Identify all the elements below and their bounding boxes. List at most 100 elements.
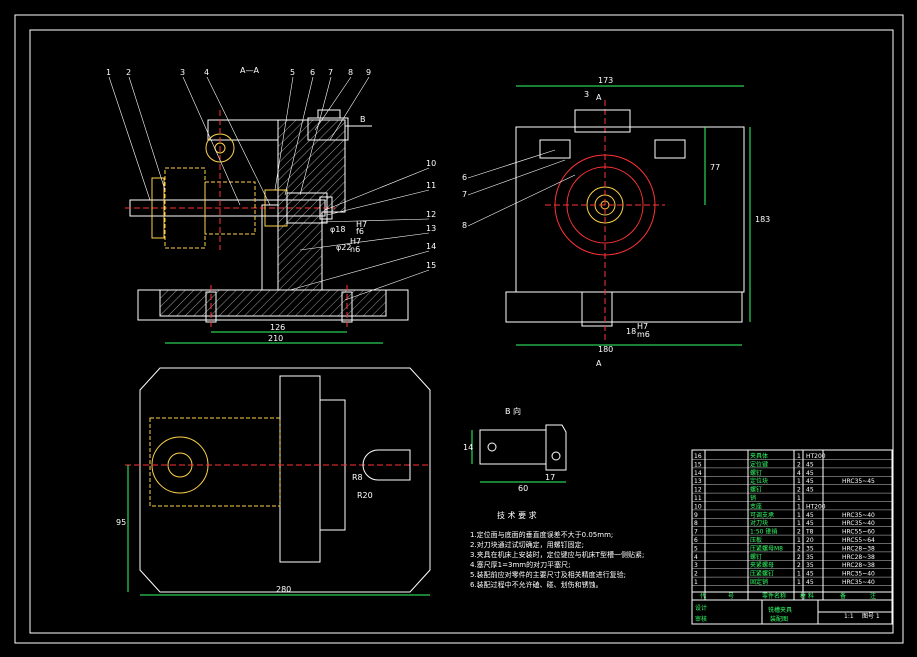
bom-cell: 8 <box>694 520 698 527</box>
bom-cell: HT200 <box>806 503 826 510</box>
leader-13 <box>299 232 430 251</box>
drawing-title: 铣槽夹具 <box>768 606 792 614</box>
bom-cell: 1 <box>797 571 801 578</box>
bom-cell: HT200 <box>806 453 826 460</box>
dim-183: 183 <box>755 215 770 224</box>
balloon-1: 1 <box>106 68 111 77</box>
leader-7 <box>299 76 332 196</box>
bom-cell: 11 <box>694 495 702 502</box>
fit-1-sup: H7 <box>356 220 367 229</box>
bom-cell: 1 <box>797 579 801 586</box>
bom-cell: 2 <box>797 487 801 494</box>
leader-10 <box>324 167 430 211</box>
side-balloon-6: 6 <box>462 173 467 182</box>
drawing-subtitle: 装配图 <box>770 615 788 623</box>
bom-cell: 9 <box>694 512 698 519</box>
leader-12 <box>321 218 430 223</box>
bom-cell: 螺钉 <box>750 469 762 477</box>
bom-cell: 对刀块 <box>750 519 768 527</box>
bom-header-cell: 注 <box>870 592 876 600</box>
outer-border <box>14 14 904 644</box>
bom-cell: 1 <box>797 453 801 460</box>
bom-cell: 13 <box>694 478 702 485</box>
section-label: A—A <box>240 66 259 75</box>
inner-border <box>29 29 894 634</box>
side-leader-7 <box>467 159 566 196</box>
fit-2: φ22 <box>336 243 351 252</box>
leader-15 <box>344 269 430 301</box>
leader-8 <box>314 76 352 131</box>
fit-2-sup: H7 <box>350 237 361 246</box>
bom-cell: 2 <box>694 571 698 578</box>
dim-180: 180 <box>598 345 613 354</box>
fit-2-sub: n6 <box>350 245 360 254</box>
side-fit-sup: H7 <box>637 322 648 331</box>
section-arrow-top: A <box>596 93 602 102</box>
bom-cell: 45 <box>806 478 814 485</box>
sheet: 图号 1 <box>862 613 880 620</box>
bom-cell: 1 <box>797 512 801 519</box>
dim-r20: R20 <box>357 491 373 500</box>
balloon-13: 13 <box>426 224 436 233</box>
bom-cell: 夹具体 <box>750 452 768 460</box>
bom-cell: 螺钉 <box>750 553 762 561</box>
bom-cell: T8 <box>805 529 814 536</box>
bom-cell: 45 <box>806 512 814 519</box>
balloon-6: 6 <box>310 68 315 77</box>
bom-cell: 固定销 <box>750 578 768 586</box>
bom-cell: 1 <box>694 579 698 586</box>
bom-cell: 支座 <box>750 502 762 510</box>
tech-title: 技 术 要 求 <box>497 510 537 520</box>
dim-14: 14 <box>463 443 473 452</box>
fit-1-sub: f6 <box>356 227 364 236</box>
bom-cell: 45 <box>806 571 814 578</box>
bom-cell: 1 <box>797 537 801 544</box>
bom-cell: 45 <box>806 520 814 527</box>
side-fit-sub: m6 <box>637 330 650 339</box>
leader-1 <box>108 76 151 201</box>
bom-header-cell: 备 <box>840 592 846 600</box>
top-view: R8 R20 280 95 <box>116 367 431 596</box>
bom-cell: HRC28~38 <box>842 562 875 569</box>
dim-126: 126 <box>270 323 285 332</box>
bom-cell: 可调支承 <box>750 511 774 519</box>
dim-210: 210 <box>268 334 283 343</box>
bom-cell: HRC35~45 <box>842 478 875 485</box>
scale: 1:1 <box>844 613 854 620</box>
balloon-10: 10 <box>426 159 436 168</box>
tech-line: 3.夹具在机床上安装时，定位键应与机床T型槽一侧贴紧; <box>470 550 644 559</box>
bom-cell: 定位键 <box>750 460 768 468</box>
balloon-11: 11 <box>426 181 436 190</box>
bom-cell: HRC35~40 <box>842 571 875 578</box>
dim-r8: R8 <box>352 473 363 482</box>
bom-cell: 2 <box>797 545 801 552</box>
balloon-8: 8 <box>348 68 353 77</box>
leader-6 <box>284 76 314 196</box>
balloon-15: 15 <box>426 261 436 270</box>
side-balloon-8: 8 <box>462 221 467 230</box>
balloon-9: 9 <box>366 68 371 77</box>
balloon-2: 2 <box>126 68 131 77</box>
bom-cell: 4 <box>797 470 801 477</box>
bom-cell: HRC55~64 <box>842 537 875 544</box>
tech-requirements: 技 术 要 求 1.定位面与底面的垂直度误差不大于0.05mm;2.对刀块通过试… <box>470 510 644 589</box>
bom-cell: 1:50 锥销 <box>750 528 777 536</box>
tech-line: 6.装配过程中不允许磕、碰、划伤和锈蚀。 <box>470 580 603 589</box>
dim-173: 173 <box>598 76 613 85</box>
dim-77: 77 <box>710 163 720 172</box>
bom-cell: 1 <box>797 495 801 502</box>
balloon-4: 4 <box>204 68 209 77</box>
bom-cell: 45 <box>806 461 814 468</box>
detail-title: B 向 <box>505 406 521 416</box>
fit-1: φ18 <box>330 225 345 234</box>
view-arrow-b: B <box>360 115 366 124</box>
bom-cell: 14 <box>694 470 702 477</box>
bom-cell: 螺钉 <box>750 486 762 494</box>
bom-cell: 2 <box>797 461 801 468</box>
bom-header-cell: 材 <box>800 592 806 600</box>
tech-line: 2.对刀块通过试切确定，用螺钉固定; <box>470 540 584 549</box>
leader-14 <box>289 250 430 291</box>
balloon-3: 3 <box>180 68 185 77</box>
